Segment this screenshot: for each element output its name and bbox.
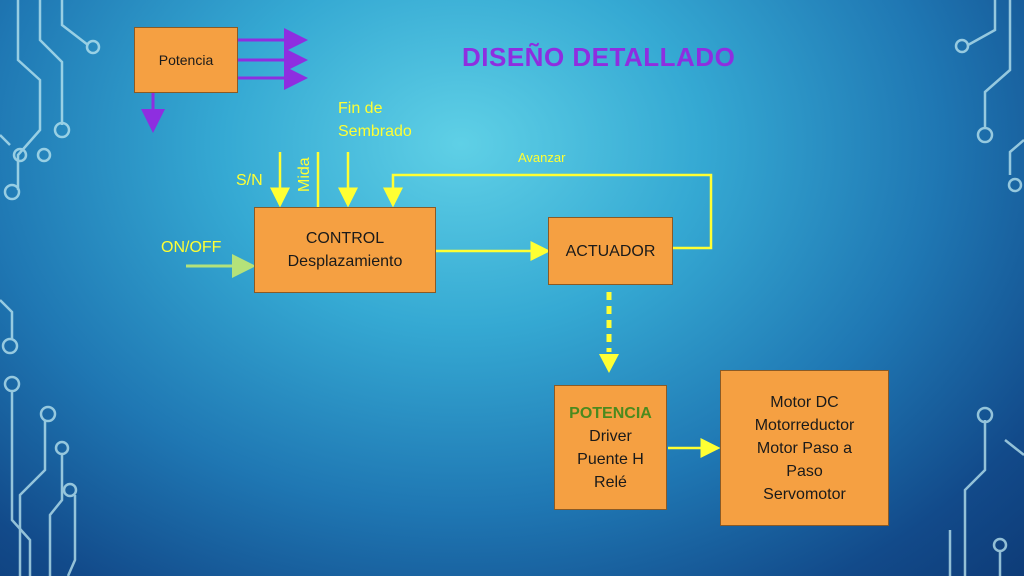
motors-box: Motor DC Motorreductor Motor Paso a Paso…: [720, 370, 889, 526]
motorreductor-label: Motorreductor: [754, 416, 855, 434]
control-box: CONTROL Desplazamiento: [254, 207, 436, 293]
paso-label: Paso: [786, 462, 823, 480]
motor-dc-label: Motor DC: [770, 393, 839, 411]
slide-title: DISEÑO DETALLADO: [462, 42, 736, 72]
rele-label: Relé: [594, 473, 627, 491]
potencia-label: Potencia: [158, 51, 214, 68]
servomotor-label: Servomotor: [763, 485, 846, 503]
on-off-label: ON/OFF: [161, 239, 222, 256]
potencia-driver-title: POTENCIA: [569, 404, 652, 422]
actuador-to-potencia-arrow: [599, 292, 619, 373]
actuador-box: ACTUADOR: [548, 217, 673, 285]
driver-label: Driver: [589, 427, 632, 445]
avanzar-label: Avanzar: [518, 150, 566, 165]
sembrado-label: Sembrado: [338, 123, 412, 140]
control-subtitle: Desplazamiento: [287, 253, 403, 270]
power-arrows: [141, 28, 308, 133]
potencia-box: Potencia: [134, 27, 238, 93]
motor-paso-label: Motor Paso a: [756, 439, 853, 457]
mida-label: Mida: [296, 157, 313, 192]
signal-arrows: [270, 152, 721, 458]
puente-h-label: Puente H: [577, 450, 644, 468]
potencia-driver-box: POTENCIA Driver Puente H Relé: [554, 385, 667, 510]
control-title: CONTROL: [305, 230, 385, 247]
fin-de-label: Fin de: [338, 100, 383, 117]
sn-label: S/N: [236, 172, 263, 189]
actuador-label: ACTUADOR: [565, 242, 656, 260]
